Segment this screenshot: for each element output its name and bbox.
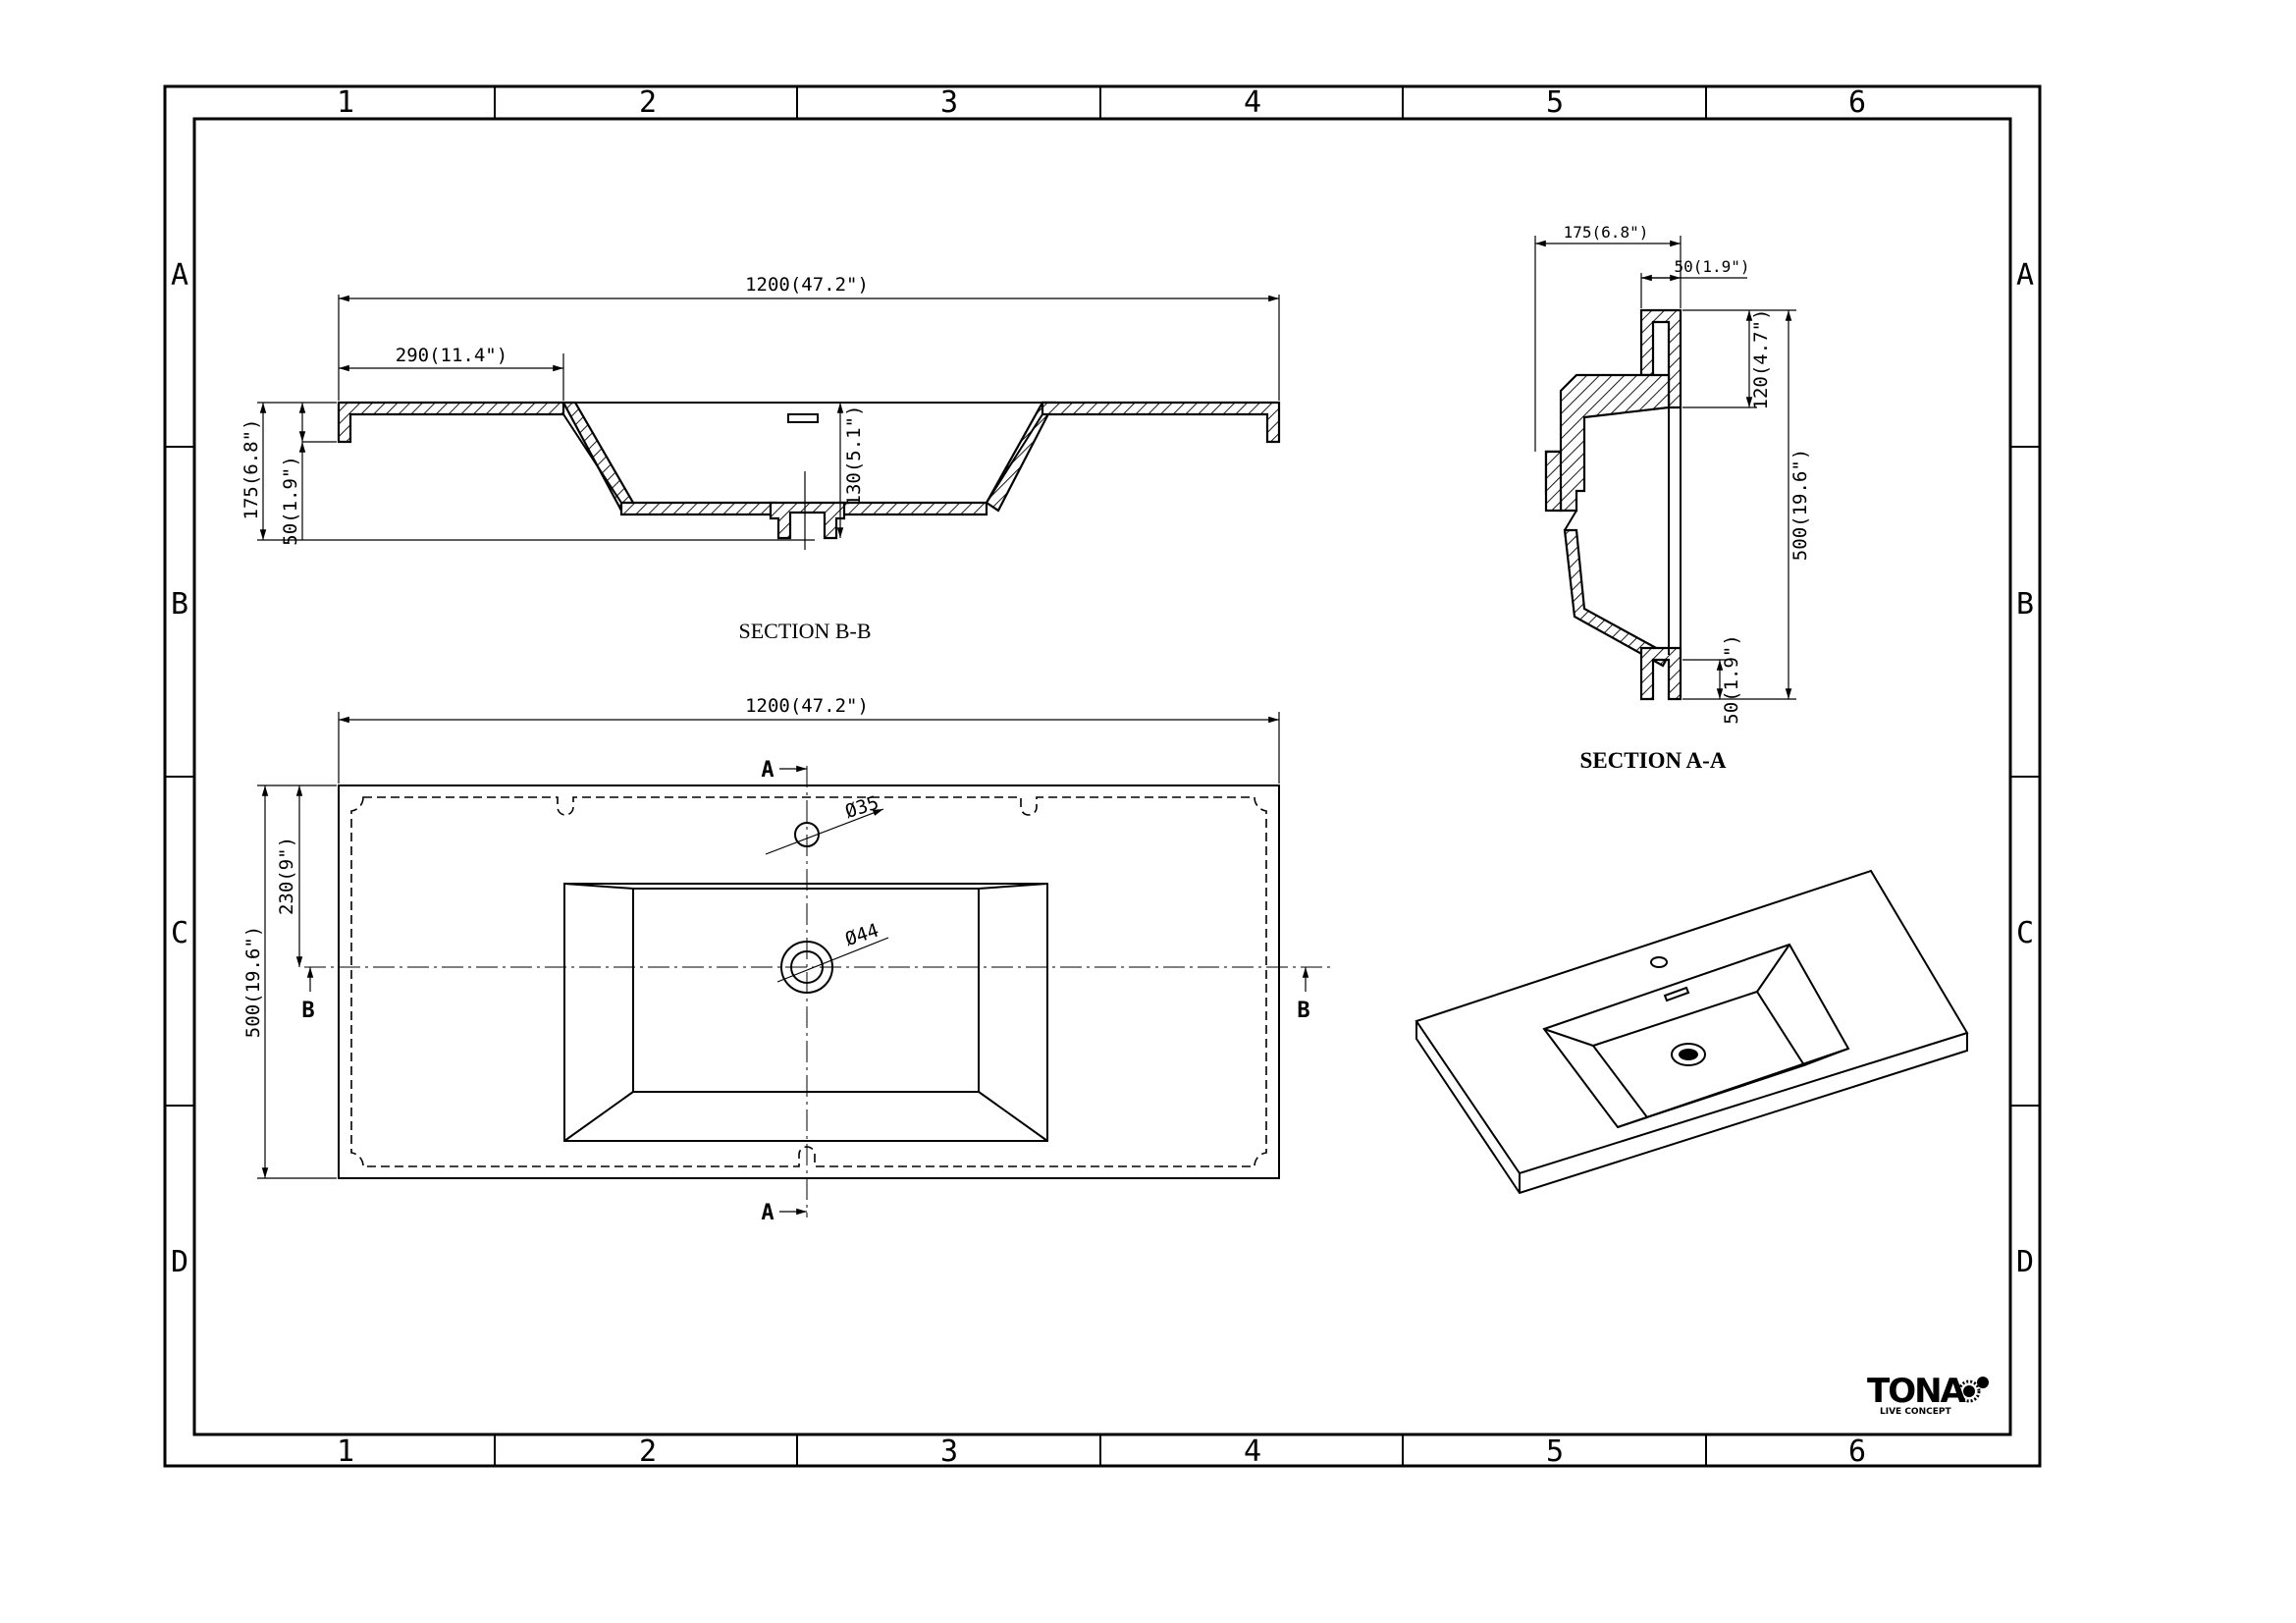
row-label-left: D (171, 1245, 188, 1279)
row-label-left: A (171, 258, 188, 293)
plan-view (257, 712, 1335, 1217)
dim-aa-top-height: 120(4.7") (1750, 309, 1772, 410)
dim-bb-deck-width: 290(11.4") (396, 345, 507, 366)
section-bb (257, 295, 1281, 550)
dim-bb-bowl-depth: 130(5.1") (843, 406, 865, 507)
dim-aa-top-width: 175(6.8") (1564, 223, 1649, 242)
row-label-right: C (2016, 916, 2034, 950)
col-label-top: 5 (1546, 85, 1564, 120)
dim-aa-rim-width: 50(1.9") (1674, 257, 1749, 276)
row-label-left: B (171, 587, 188, 622)
section-aa-dimensions: 175(6.8") 50(1.9") 120(4.7") 500(19.6") … (1564, 223, 1811, 725)
section-bb-dimensions: 1200(47.2") 290(11.4") 175(6.8") 50(1.9"… (240, 274, 869, 546)
dim-bb-deck-height: 50(1.9") (280, 456, 301, 546)
dim-plan-offset: 230(9") (276, 837, 297, 915)
col-label-top: 3 (940, 85, 958, 120)
isometric-view (1415, 869, 1969, 1195)
col-label-bottom: 4 (1244, 1434, 1261, 1469)
col-label-top: 4 (1244, 85, 1261, 120)
logo-tagline: LIVE CONCEPT (1880, 1407, 1951, 1417)
logo: TONA LIVE CONCEPT (1867, 1372, 1989, 1417)
drawing-frame (163, 84, 2042, 1468)
flower-icon (1957, 1377, 1989, 1403)
col-label-top: 2 (639, 85, 657, 120)
cut-label-b-right: B (1297, 999, 1309, 1023)
section-bb-title: SECTION B-B (738, 619, 871, 643)
dim-bb-total-height: 175(6.8") (240, 419, 262, 520)
cut-label-b-left: B (301, 999, 314, 1023)
section-aa (1534, 236, 1796, 701)
col-label-bottom: 6 (1848, 1434, 1866, 1469)
col-label-top: 6 (1848, 85, 1866, 120)
dim-bb-total-width: 1200(47.2") (745, 274, 869, 296)
row-label-right: A (2016, 258, 2034, 293)
row-label-right: D (2016, 1245, 2034, 1279)
col-label-bottom: 1 (337, 1434, 354, 1469)
dim-drain: Ø44 (842, 920, 881, 951)
dim-aa-bottom-height: 50(1.9") (1721, 634, 1742, 725)
col-label-top: 1 (337, 85, 354, 120)
dim-plan-width: 1200(47.2") (745, 695, 869, 717)
dim-plan-depth: 500(19.6") (242, 926, 264, 1038)
cut-label-a-top: A (761, 758, 774, 783)
cut-label-a-bottom: A (761, 1201, 774, 1225)
logo-wordmark: TONA (1867, 1372, 1967, 1411)
col-label-bottom: 5 (1546, 1434, 1564, 1469)
row-label-right: B (2016, 587, 2034, 622)
section-aa-title: SECTION A-A (1580, 748, 1727, 773)
col-label-bottom: 2 (639, 1434, 657, 1469)
col-label-bottom: 3 (940, 1434, 958, 1469)
dim-aa-depth: 500(19.6") (1789, 449, 1811, 561)
cut-labels: A A B B (301, 758, 1309, 1225)
grid-labels: 1 2 3 4 5 6 1 2 3 4 5 6 A B C D A B C D (171, 85, 2034, 1469)
row-label-left: C (171, 916, 188, 950)
